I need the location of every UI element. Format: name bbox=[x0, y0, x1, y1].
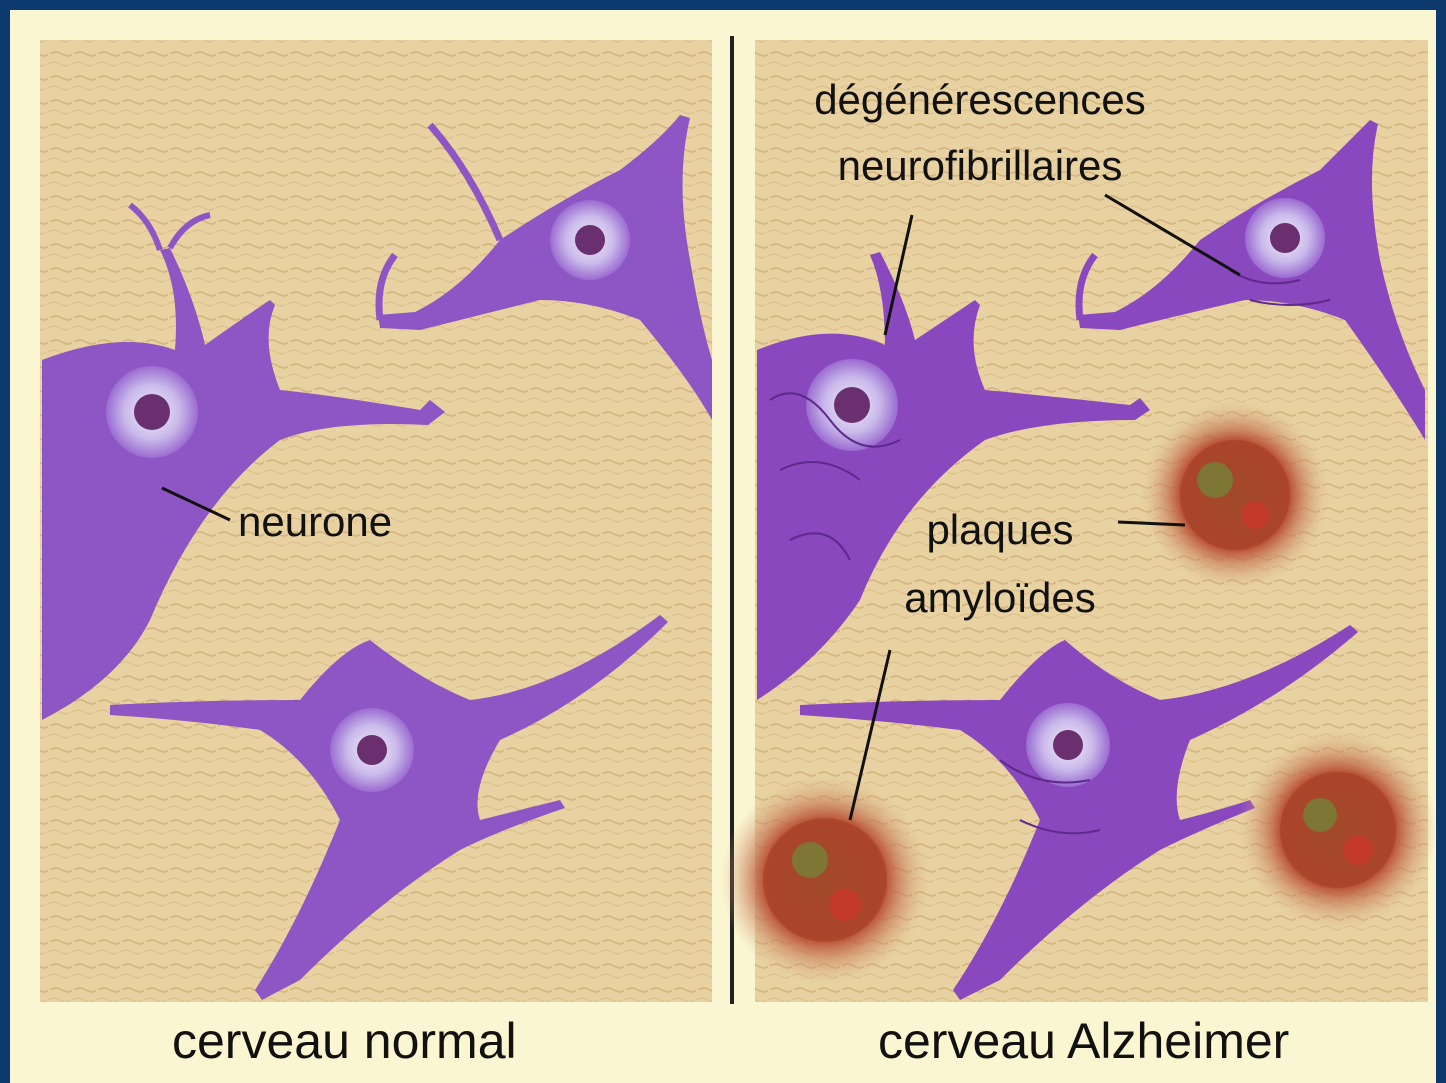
caption-alzheimer-brain: cerveau Alzheimer bbox=[878, 1012, 1289, 1070]
neuron-label: neurone bbox=[238, 498, 392, 546]
tangles-label-line2: neurofibrillaires bbox=[770, 142, 1190, 190]
plaques-label-line2: amyloïdes bbox=[870, 574, 1130, 622]
tangles-label-line1: dégénérescences bbox=[770, 76, 1190, 124]
plaques-label-line1: plaques bbox=[880, 506, 1120, 554]
amyloid-plaque-3 bbox=[1238, 730, 1438, 930]
amyloid-plaque-1 bbox=[1140, 400, 1330, 590]
caption-normal-brain: cerveau normal bbox=[172, 1012, 517, 1070]
amyloid-plaque-2 bbox=[720, 775, 930, 985]
